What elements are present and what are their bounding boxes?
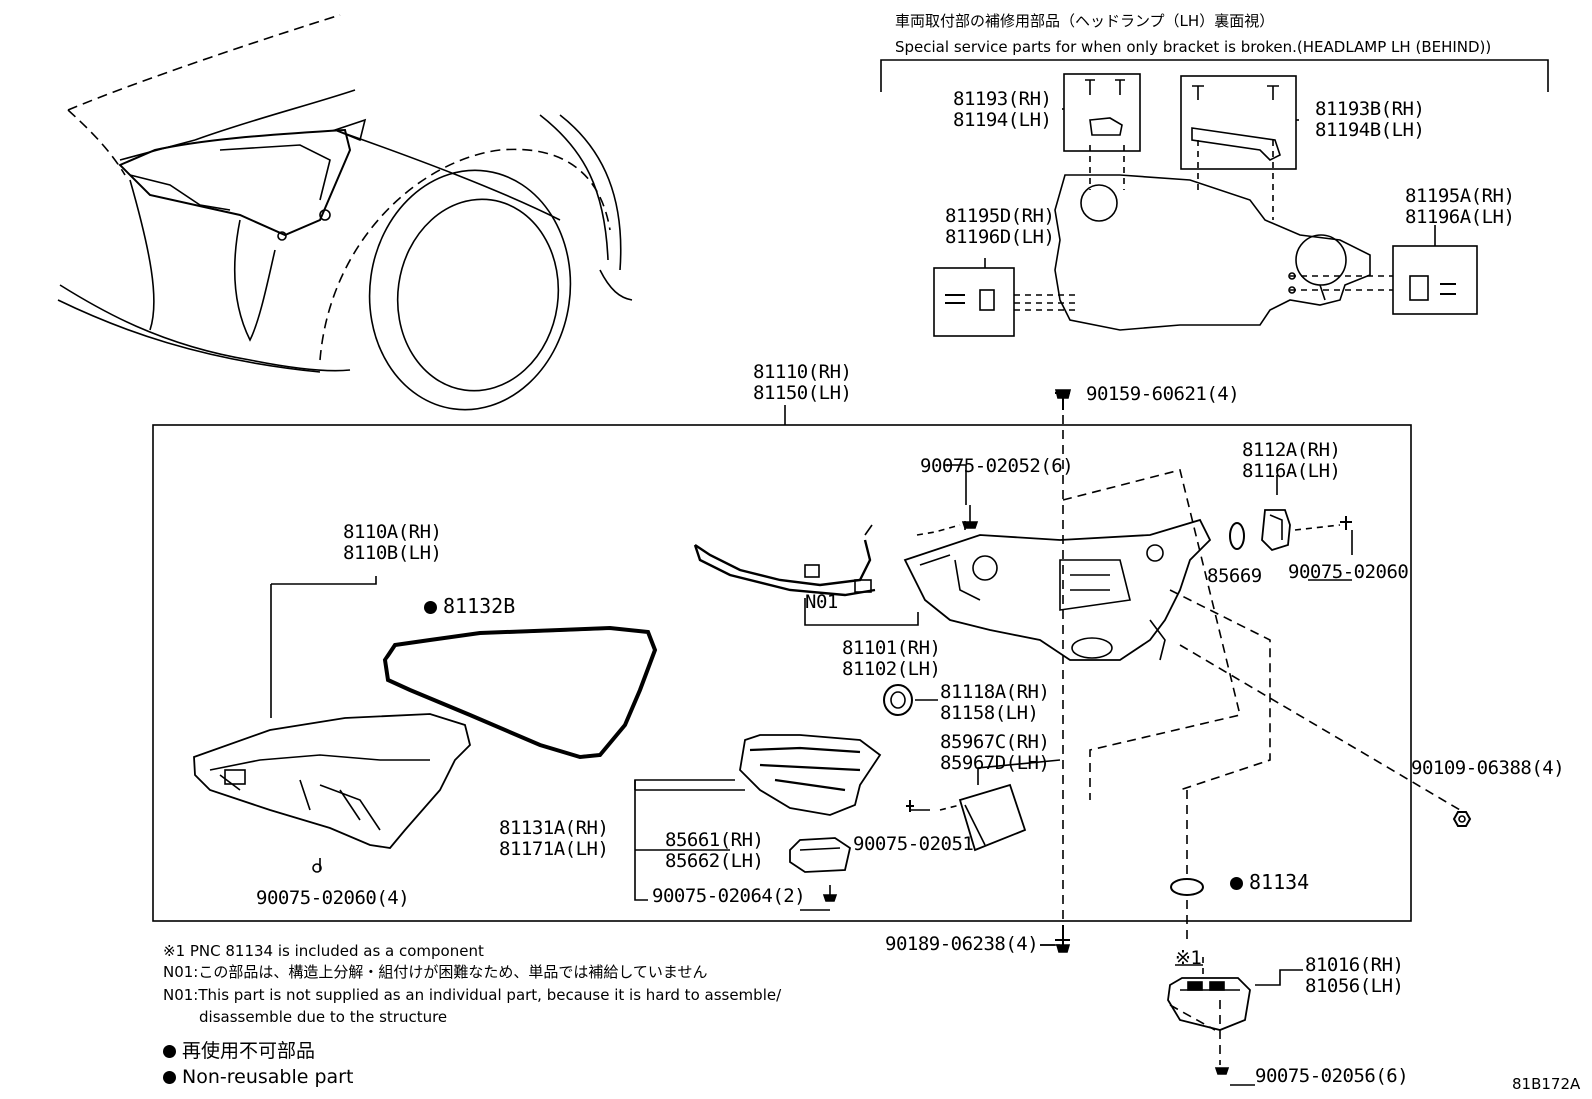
label-90109: 90109-06388(4) — [1411, 757, 1565, 779]
label-81101-rh: 81101(RH) — [842, 637, 941, 659]
label-85661-rh: 85661(RH) — [665, 829, 764, 851]
ballast-81016 — [1167, 957, 1303, 1075]
label-90075-02064: 90075-02064(2) — [652, 885, 806, 907]
label-81110-lh: 81150(LH) — [753, 382, 852, 404]
label-81101-lh: 81102(LH) — [842, 658, 941, 680]
screw-90075-02052 — [961, 505, 979, 529]
note-n01-jp: N01:この部品は、構造上分解・組付けが困難なため、単品では補給していません — [163, 963, 708, 981]
screw-90189 — [1040, 925, 1071, 953]
extension-81131a — [634, 734, 882, 901]
label-8112a-rh: 8112A(RH) — [1242, 439, 1341, 461]
gasket-81134 — [1170, 878, 1204, 896]
non-reusable-dot-icon — [163, 1071, 176, 1084]
note-n01-en-cont: disassemble due to the structure — [199, 1008, 448, 1026]
label-mark1: ※1 — [1175, 947, 1202, 969]
label-90075-02056: 90075-02056(6) — [1255, 1065, 1409, 1087]
label-81195d-lh: 81196D(LH) — [945, 226, 1055, 248]
actuator-85661 — [789, 837, 852, 902]
label-81118a-lh: 81158(LH) — [940, 702, 1039, 724]
legend-non-reusable-jp: 再使用不可部品 — [163, 1040, 315, 1062]
assembly-frame — [152, 405, 1412, 922]
screw-90159 — [1054, 389, 1072, 410]
label-81193b-lh: 81194B(LH) — [1315, 119, 1425, 141]
lens-assembly — [193, 576, 471, 873]
gasket — [382, 625, 658, 760]
label-85669: 85669 — [1207, 565, 1262, 587]
bracket-inset — [880, 59, 1549, 337]
diagram-code: 81B172A — [1512, 1075, 1581, 1093]
header-title-en: Special service parts for when only brac… — [895, 38, 1492, 56]
non-reusable-dot-icon — [163, 1045, 176, 1058]
label-81134: 81134 — [1230, 870, 1309, 894]
label-90075-02052: 90075-02052(6) — [920, 455, 1074, 477]
label-81132b: 81132B — [424, 594, 515, 618]
label-90189: 90189-06238(4) — [885, 933, 1039, 955]
wire-harness — [693, 524, 919, 626]
label-90075-02060-4: 90075-02060(4) — [256, 887, 410, 909]
legend-non-reusable-en: Non-reusable part — [163, 1066, 353, 1088]
label-8110a-rh: 8110A(RH) — [343, 521, 442, 543]
nut-90109 — [1452, 811, 1472, 827]
label-81195d-rh: 81195D(RH) — [945, 205, 1055, 227]
label-85967c-lh: 85967D(LH) — [940, 752, 1050, 774]
note-pnc-81134: ※1 PNC 81134 is included as a component — [163, 942, 484, 960]
label-81110-rh: 81110(RH) — [753, 361, 852, 383]
label-81131a-lh: 81171A(LH) — [499, 838, 609, 860]
guide-lines — [964, 400, 1461, 1065]
socket-8112a — [1229, 475, 1353, 555]
label-8112a-lh: 8116A(LH) — [1242, 460, 1341, 482]
note-n01-en: N01:This part is not supplied as an indi… — [163, 986, 782, 1004]
non-reusable-dot-icon — [424, 601, 437, 614]
non-reusable-dot-icon — [1230, 877, 1243, 890]
label-81193-rh: 81193(RH) — [953, 88, 1052, 110]
label-8110a-lh: 8110B(LH) — [343, 542, 442, 564]
label-85967c-rh: 85967C(RH) — [940, 731, 1050, 753]
cap-81118a — [883, 684, 938, 716]
label-81131a-rh: 81131A(RH) — [499, 817, 609, 839]
label-81195a-lh: 81196A(LH) — [1405, 206, 1515, 228]
header-title-jp: 車両取付部の補修用部品（ヘッドランプ（LH）裏面視） — [895, 12, 1275, 30]
label-85661-lh: 85662(LH) — [665, 850, 764, 872]
leader-lines — [800, 464, 1352, 1086]
label-90075-02051: 90075-02051 — [853, 833, 974, 855]
label-81016-rh: 81016(RH) — [1305, 954, 1404, 976]
label-90075-02060: 90075-02060 — [1288, 561, 1409, 583]
label-81193-lh: 81194(LH) — [953, 109, 1052, 131]
label-81193b-rh: 81193B(RH) — [1315, 98, 1425, 120]
label-90159: 90159-60621(4) — [1086, 383, 1240, 405]
label-n01: N01 — [805, 591, 838, 613]
headlamp-housing — [903, 518, 1212, 661]
label-81195a-rh: 81195A(RH) — [1405, 185, 1515, 207]
vehicle-front-illustration — [57, 14, 633, 411]
label-81118a-rh: 81118A(RH) — [940, 681, 1050, 703]
label-81016-lh: 81056(LH) — [1305, 975, 1404, 997]
